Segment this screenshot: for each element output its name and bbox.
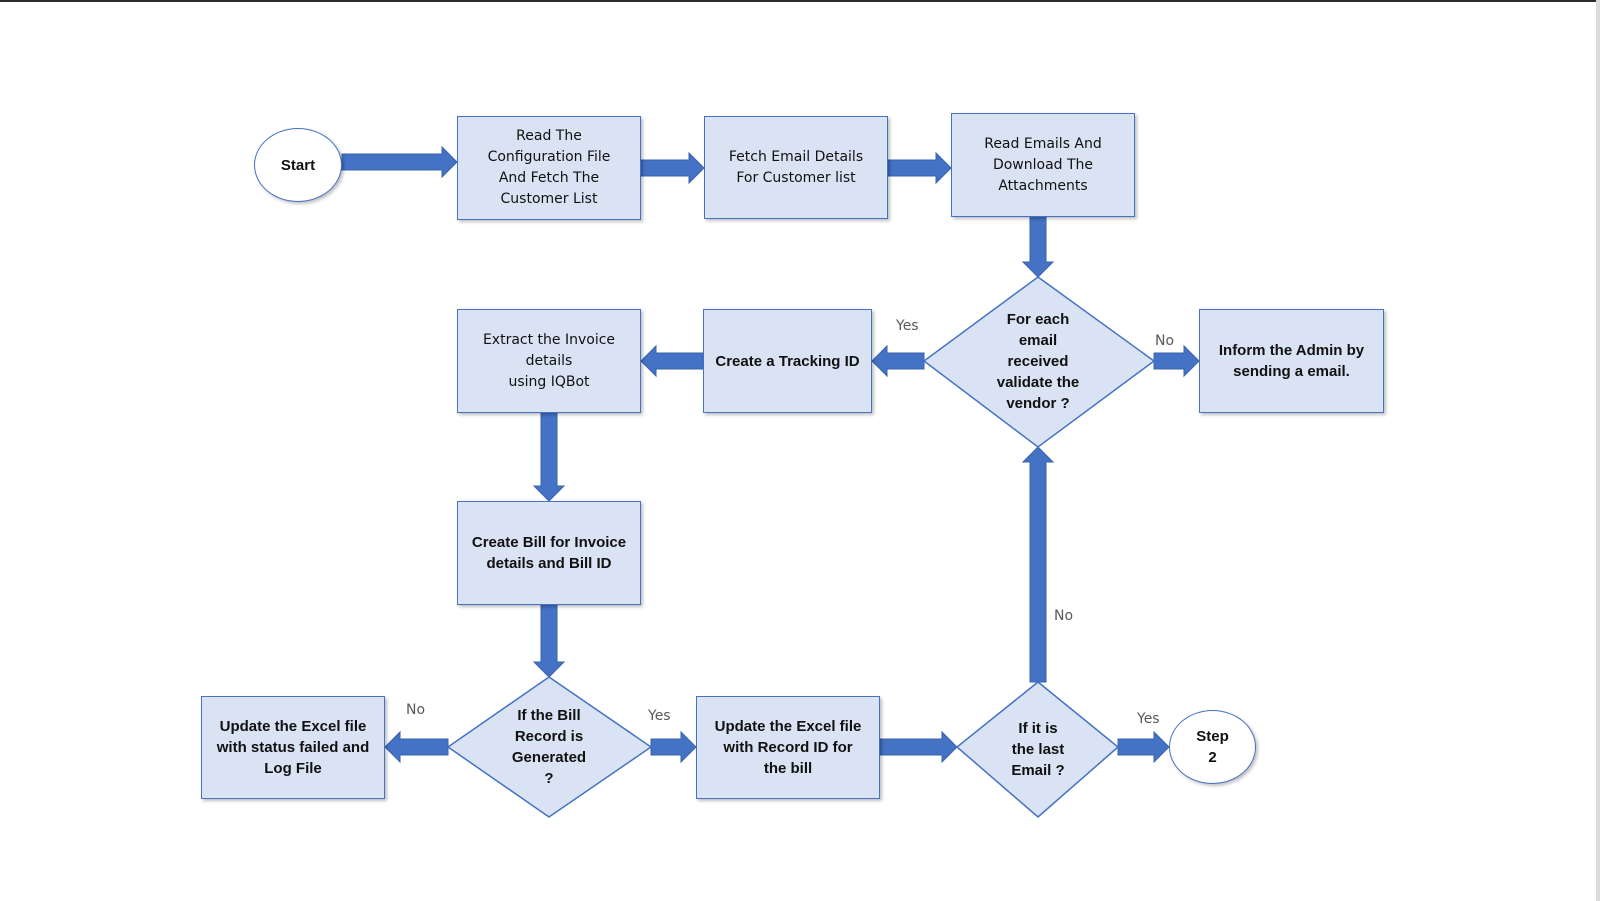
last-email-label: If it is the last Email ? (1011, 719, 1065, 779)
bill-generated-diamond (446, 676, 653, 818)
tracking-id-step: Create a Tracking ID (703, 309, 872, 413)
read-config-step: Read The Configuration File And Fetch Th… (457, 116, 641, 220)
update-failed-step: Update the Excel file with status failed… (201, 696, 385, 799)
window-right-edge (1596, 0, 1600, 901)
arrow-last-to-step2 (1117, 730, 1170, 764)
bill-no-label: No (406, 702, 426, 718)
bill-generated-label: If the Bill Record is Generated ? (511, 707, 587, 787)
arrow-bill-to-decision (532, 604, 566, 678)
extract-invoice-step: Extract the Invoice details using IQBot (457, 309, 641, 413)
last-email-diamond (955, 681, 1120, 818)
validate-vendor-diamond (922, 276, 1156, 448)
arrow-extract-to-bill (532, 412, 566, 502)
validate-no-label: No (1155, 333, 1175, 349)
step2-node: Step 2 (1169, 710, 1256, 784)
arrow-decision-to-failed (384, 730, 449, 764)
last-email-yes-label: Yes (1137, 711, 1160, 727)
arrow-fetch-to-read (887, 151, 952, 185)
validate-yes-label: Yes (896, 318, 919, 334)
fetch-email-step: Fetch Email Details For Customer list (704, 116, 888, 219)
arrow-decision-to-record (650, 730, 697, 764)
arrow-read-to-validate (1021, 216, 1055, 278)
window-top-edge (0, 0, 1600, 2)
last-email-no-label: No (1054, 608, 1074, 624)
arrow-tracking-to-extract (640, 344, 704, 378)
start-node: Start (254, 128, 342, 202)
arrow-start-to-config (341, 145, 458, 179)
create-bill-step: Create Bill for Invoice details and Bill… (457, 501, 641, 605)
arrow-record-to-last (879, 730, 958, 764)
arrow-validate-to-tracking (871, 344, 925, 378)
update-record-step: Update the Excel file with Record ID for… (696, 696, 880, 799)
arrow-last-to-validate (1021, 446, 1055, 683)
inform-admin-step: Inform the Admin by sending a email. (1199, 309, 1384, 413)
arrow-validate-to-admin (1153, 344, 1200, 378)
bill-yes-label: Yes (648, 708, 671, 724)
arrow-config-to-fetch (640, 151, 705, 185)
validate-vendor-label: For each email received validate the ven… (996, 310, 1080, 412)
read-emails-step: Read Emails And Download The Attachments (951, 113, 1135, 217)
